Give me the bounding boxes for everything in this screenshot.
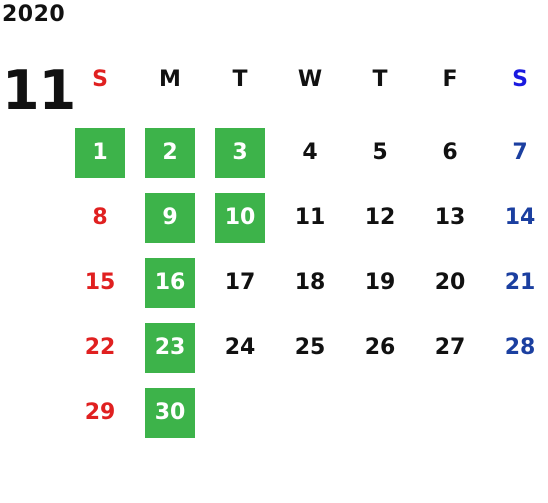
calendar-day[interactable]: 14	[504, 204, 536, 230]
calendar-cell: 16	[135, 250, 205, 315]
calendar-day[interactable]: 7	[512, 139, 528, 165]
weekday-header: S M T W T F S	[65, 62, 548, 98]
highlighted-day[interactable]: 2	[145, 127, 195, 178]
calendar-day[interactable]: 18	[294, 269, 326, 295]
calendar-cell: 26	[345, 315, 415, 380]
year-label: 2020	[2, 2, 66, 27]
highlighted-day[interactable]: 1	[75, 127, 125, 178]
calendar-cell: 15	[65, 250, 135, 315]
calendar-day[interactable]: 5	[372, 139, 388, 165]
calendar-cell: 21	[485, 250, 548, 315]
calendar-cell: 20	[415, 250, 485, 315]
calendar-cell: 2	[135, 120, 205, 185]
calendar-day[interactable]: 29	[84, 399, 116, 425]
calendar-cell	[275, 380, 345, 445]
highlighted-day[interactable]: 30	[145, 387, 195, 438]
calendar-cell: 4	[275, 120, 345, 185]
highlighted-day[interactable]: 3	[215, 127, 265, 178]
calendar-cell: 13	[415, 185, 485, 250]
calendar-cell: 17	[205, 250, 275, 315]
weekday-mon: M	[159, 67, 181, 92]
calendar-cell	[415, 380, 485, 445]
calendar-cell: 22	[65, 315, 135, 380]
calendar-cell: 24	[205, 315, 275, 380]
calendar-day[interactable]: 21	[504, 269, 536, 295]
calendar-day[interactable]: 13	[434, 204, 466, 230]
calendar-cell: 7	[485, 120, 548, 185]
calendar-day[interactable]: 27	[434, 334, 466, 360]
highlighted-day[interactable]: 9	[145, 192, 195, 243]
calendar-cell: 6	[415, 120, 485, 185]
highlighted-day[interactable]: 10	[215, 192, 265, 243]
weekday-thu: T	[372, 67, 388, 92]
calendar-cell	[345, 380, 415, 445]
calendar-cell: 14	[485, 185, 548, 250]
calendar-cell: 5	[345, 120, 415, 185]
month-number: 11	[2, 59, 76, 122]
calendar-day[interactable]: 26	[364, 334, 396, 360]
calendar-day[interactable]: 15	[84, 269, 116, 295]
calendar-day[interactable]: 4	[302, 139, 318, 165]
calendar-day[interactable]: 6	[442, 139, 458, 165]
calendar-cell: 27	[415, 315, 485, 380]
highlighted-day[interactable]: 23	[145, 322, 195, 373]
calendar-cell: 19	[345, 250, 415, 315]
calendar-day[interactable]: 11	[294, 204, 326, 230]
calendar-cell: 8	[65, 185, 135, 250]
calendar-cell: 25	[275, 315, 345, 380]
calendar-day[interactable]: 20	[434, 269, 466, 295]
calendar-day[interactable]: 28	[504, 334, 536, 360]
highlighted-day[interactable]: 16	[145, 257, 195, 308]
calendar-cell: 10	[205, 185, 275, 250]
weekday-sat: S	[512, 67, 528, 92]
calendar-cell	[485, 380, 548, 445]
weekday-wed: W	[297, 67, 323, 92]
calendar-cell: 12	[345, 185, 415, 250]
calendar-cell: 3	[205, 120, 275, 185]
calendar-cell: 1	[65, 120, 135, 185]
calendar-day[interactable]: 8	[92, 204, 108, 230]
calendar-cell: 29	[65, 380, 135, 445]
calendar-day[interactable]: 22	[84, 334, 116, 360]
calendar-day[interactable]: 24	[224, 334, 256, 360]
calendar-day[interactable]: 17	[224, 269, 256, 295]
calendar-cell: 30	[135, 380, 205, 445]
calendar-cell: 18	[275, 250, 345, 315]
calendar-cell	[205, 380, 275, 445]
calendar-day[interactable]: 25	[294, 334, 326, 360]
calendar-cell: 11	[275, 185, 345, 250]
weekday-tue: T	[232, 67, 248, 92]
calendar-cell: 9	[135, 185, 205, 250]
calendar-cell: 23	[135, 315, 205, 380]
weekday-sun: S	[92, 67, 108, 92]
weekday-fri: F	[442, 67, 458, 92]
calendar-day[interactable]: 12	[364, 204, 396, 230]
calendar-day[interactable]: 19	[364, 269, 396, 295]
calendar-cell: 28	[485, 315, 548, 380]
